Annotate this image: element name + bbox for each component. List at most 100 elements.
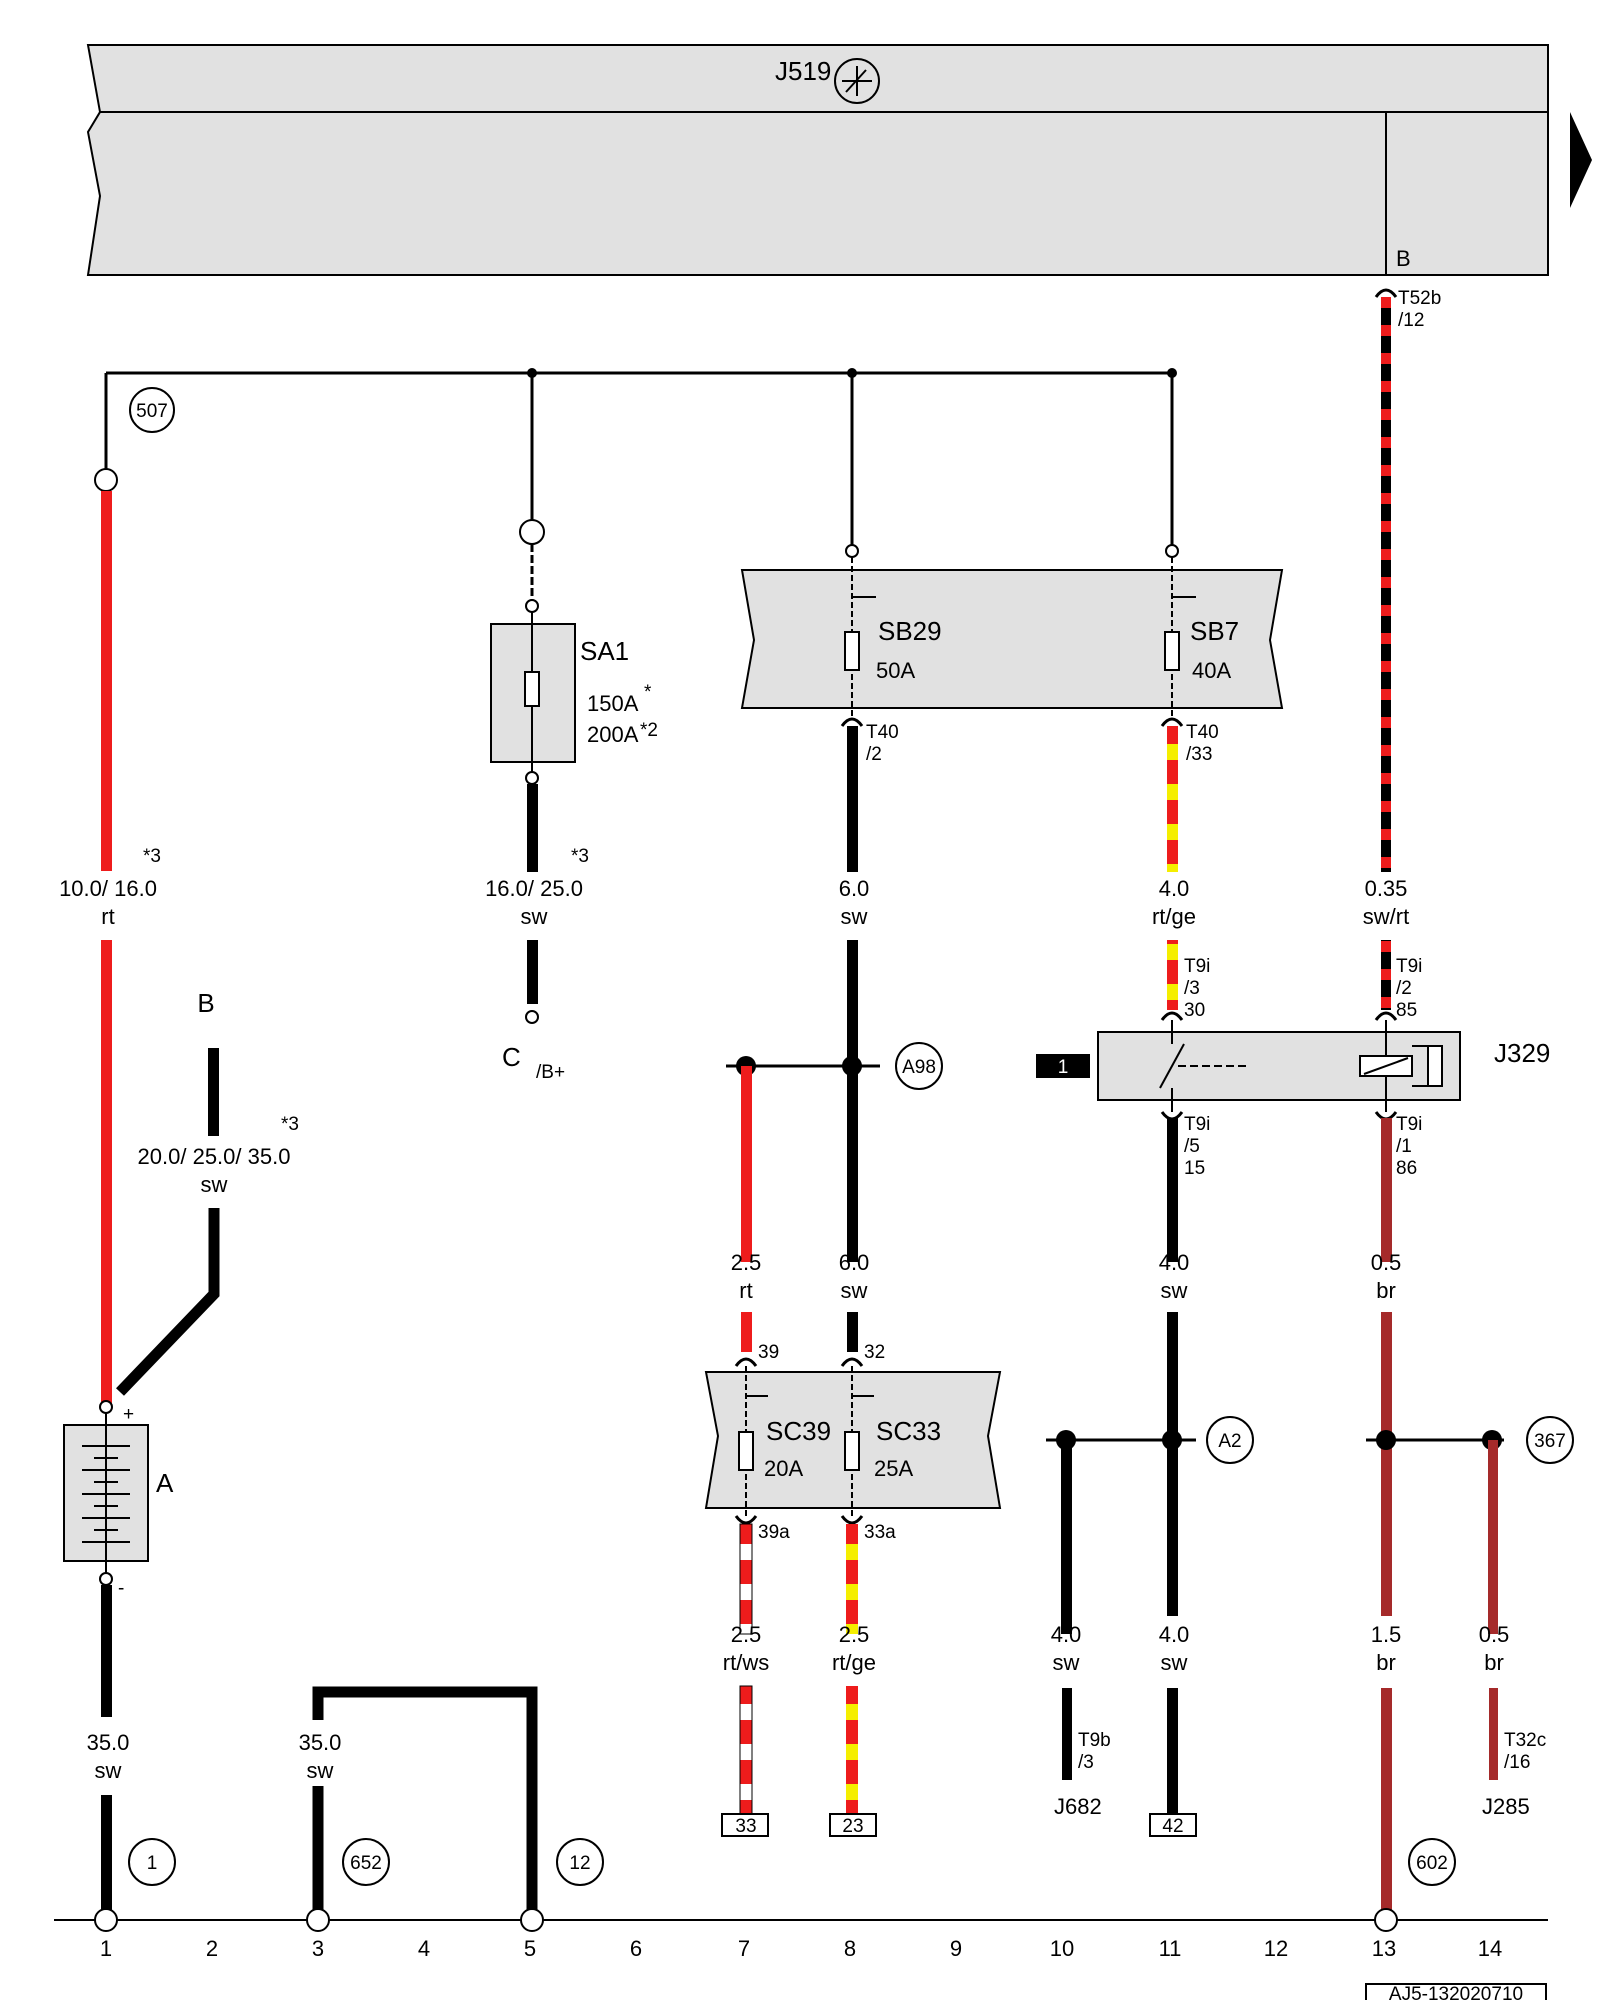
connector-t52b: T52b: [1398, 288, 1441, 309]
connector-terminal: 15: [1184, 1158, 1205, 1179]
wire-color: rt/ge: [1152, 904, 1196, 929]
wire-size: 16.0/ 25.0: [485, 876, 583, 901]
wire-color: sw: [841, 1278, 868, 1303]
connector-pin: /1: [1396, 1136, 1412, 1157]
track-number: 2: [206, 1936, 218, 1961]
sa1-note-2: *2: [640, 720, 658, 741]
sa1-label: SA1: [580, 636, 629, 666]
fuse-icon: [844, 631, 860, 671]
wire-color: sw/rt: [1363, 904, 1409, 929]
ref-circle-1: [128, 1838, 176, 1886]
wire-color: rt: [739, 1278, 752, 1303]
sc39-fuse: SC39 20A: [738, 1366, 831, 1516]
track-number: 11: [1159, 1936, 1182, 1961]
wire-color: sw: [1161, 1650, 1188, 1675]
ref-a2: A2: [1218, 1431, 1241, 1452]
j519-module: J519 B: [86, 44, 1592, 276]
terminal-c-label: C: [502, 1042, 521, 1072]
ref-circle-12: [556, 1838, 604, 1886]
wire-color: sw: [841, 904, 868, 929]
wire-color: rt: [101, 904, 114, 929]
sc39-rating: 20A: [764, 1456, 803, 1481]
wire-size: 0.5: [1371, 1250, 1402, 1275]
track-number: 7: [738, 1936, 750, 1961]
terminal-b-label: B: [197, 988, 214, 1018]
wire-swrt-col13: [1381, 297, 1391, 872]
wire-size: 4.0: [1159, 1622, 1190, 1647]
track-number: 6: [630, 1936, 642, 1961]
connector-terminal: 85: [1396, 1000, 1417, 1021]
connector-pin: /16: [1504, 1752, 1530, 1773]
ref-1: 1: [147, 1853, 158, 1874]
ref-circle-652: [342, 1838, 390, 1886]
wire-size: 2.5: [731, 1622, 762, 1647]
ref-507: 507: [136, 401, 168, 422]
wire-color: sw: [201, 1172, 228, 1197]
battery-minus-label: -: [118, 1578, 124, 1599]
wire-size: 20.0/ 25.0/ 35.0: [138, 1144, 291, 1169]
continue-arrow-icon: [1570, 112, 1592, 208]
connector-pin: /12: [1398, 310, 1424, 331]
sc33-rating: 25A: [874, 1456, 913, 1481]
track-number: 12: [1264, 1936, 1288, 1961]
relay-switch-icon: [1159, 1020, 1250, 1112]
wire-size: 35.0: [87, 1730, 130, 1755]
fuse-icon: [844, 1431, 860, 1471]
connector-pin: 32: [864, 1342, 885, 1363]
track-number: 13: [1372, 1936, 1396, 1961]
sa1-rating-2: 200A: [587, 722, 639, 747]
j285-label: J285: [1482, 1794, 1530, 1819]
wire-note: *3: [143, 846, 161, 867]
wire-size: 4.0: [1051, 1622, 1082, 1647]
connector-t40: T40: [866, 722, 899, 743]
wire-rt-col1: [101, 491, 112, 871]
connector-pin: 33a: [864, 1522, 896, 1543]
j329-badge-label: 1: [1058, 1057, 1069, 1078]
ref-602: 602: [1416, 1853, 1448, 1874]
ref-circle-602: [1408, 1838, 1456, 1886]
wire-color: sw: [1053, 1650, 1080, 1675]
connector-pin: 39a: [758, 1522, 790, 1543]
connector-t40: T40: [1186, 722, 1219, 743]
wire-size: 4.0: [1159, 876, 1190, 901]
track-number: 14: [1478, 1936, 1502, 1961]
boxed-ref-23: 23: [842, 1816, 863, 1837]
fuse-icon: [524, 671, 540, 707]
ref-652: 652: [350, 1853, 382, 1874]
connector-t9i: T9i: [1184, 1114, 1210, 1135]
j682-label: J682: [1054, 1794, 1102, 1819]
wire-size: 4.0: [1159, 1250, 1190, 1275]
sa1-note-1: *: [644, 682, 652, 703]
wire-size: 2.5: [731, 1250, 762, 1275]
wire-size: 1.5: [1371, 1622, 1402, 1647]
j329-label: J329: [1494, 1038, 1550, 1068]
wire-size: 0.35: [1365, 876, 1408, 901]
track-numbers: 1 2 3 4 5 6 7 8 9 10 11 12 13 14: [100, 1936, 1502, 1961]
battery-a: + A -: [63, 1400, 174, 1599]
ref-circle-367: [1526, 1416, 1574, 1464]
connector-t9i: T9i: [1396, 1114, 1422, 1135]
wire-color: rt/ge: [832, 1650, 876, 1675]
connector-terminal: 86: [1396, 1158, 1417, 1179]
wire-note: *3: [571, 846, 589, 867]
sb7-rating: 40A: [1192, 658, 1231, 683]
connector-t9i: T9i: [1396, 956, 1422, 977]
wire-size: 0.5: [1479, 1622, 1510, 1647]
terminal-c-sub: /B+: [536, 1062, 565, 1083]
boxed-ref-33: 33: [735, 1816, 756, 1837]
ref-367: 367: [1534, 1431, 1566, 1452]
connector-pin: /3: [1078, 1752, 1094, 1773]
ref-a98: A98: [902, 1057, 936, 1078]
wire-size: 2.5: [839, 1622, 870, 1647]
wire-color: br: [1376, 1278, 1396, 1303]
boxed-ref-42: 42: [1162, 1816, 1183, 1837]
track-number: 4: [418, 1936, 430, 1961]
track-number: 3: [312, 1936, 324, 1961]
connector-pin: /2: [866, 744, 882, 765]
wire-size: 35.0: [299, 1730, 342, 1755]
j519-symbol-icon: [834, 58, 880, 104]
connector-t9i: T9i: [1184, 956, 1210, 977]
sb7-label: SB7: [1190, 616, 1239, 646]
sb29-fuse: SB29 50A: [844, 544, 942, 720]
